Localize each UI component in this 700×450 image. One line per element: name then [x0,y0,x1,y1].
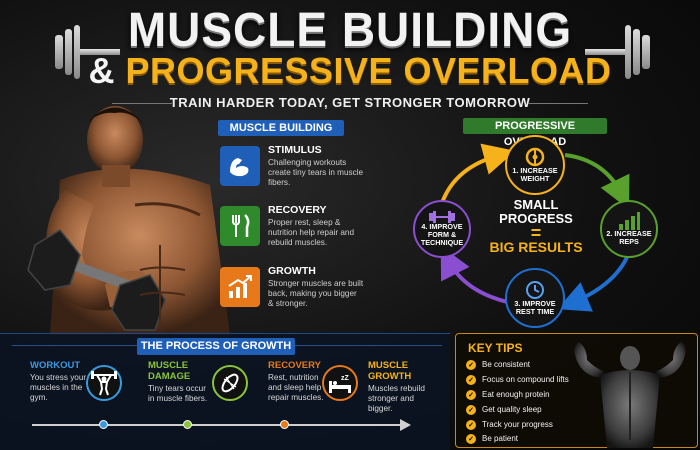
key-tip-item: ✓ Track your progress [466,418,553,431]
key-tip-item: ✓ Focus on compound lifts [466,373,569,386]
tagline: TRAIN HARDER TODAY, GET STRONGER TOMORRO… [169,95,531,110]
check-icon: ✓ [466,419,476,430]
check-icon: ✓ [466,389,476,400]
step-desc: You stress your muscles in the gym. [30,373,87,402]
athlete-back-double-biceps-image [574,342,686,448]
mb-title: GROWTH [268,265,316,277]
node-label: 3. IMPROVE REST TIME [514,299,556,316]
process-step-growth: MUSCLE GROWTH Muscles rebuild stronger a… [368,360,440,414]
growth-chart-icon [220,267,260,307]
key-tip-text: Get quality sleep [482,405,542,414]
key-tip-text: Be patient [482,434,519,443]
mb-desc: Challenging workouts create tiny tears i… [268,158,364,187]
step-desc: Muscles rebuild stronger and bigger. [368,384,425,413]
key-tips-title: KEY TIPS [468,341,523,355]
overload-node-rest: 3. IMPROVE REST TIME [505,268,565,328]
main-title: MUSCLE BUILDING [127,1,573,57]
weight-plate-icon [525,147,545,167]
step-title: WORKOUT [30,360,81,371]
key-tip-text: Track your progress [482,420,553,429]
overload-node-weight: 1. INCREASE WEIGHT [505,135,565,195]
check-icon: ✓ [466,374,476,385]
timeline-dot-workout [99,420,108,429]
check-icon: ✓ [466,359,476,370]
node-label: 4. IMPROVE FORM & TECHNIQUE [420,222,464,247]
mb-desc: Stronger muscles are built back, making … [268,279,364,308]
athlete-curling-dumbbell-image [27,106,230,335]
key-tip-text: Be consistent [482,360,531,369]
overload-node-reps: 2. INCREASE REPS [600,200,658,258]
process-step-workout: WORKOUT You stress your muscles in the g… [30,360,90,403]
mb-title: RECOVERY [268,204,327,216]
timeline-arrow-icon [400,419,411,431]
title-progressive-overload: PROGRESSIVE OVERLOAD [125,50,612,91]
mb-title: STIMULUS [268,144,322,156]
mb-desc: Proper rest, sleep & nutrition help repa… [268,218,355,247]
mb-item-growth: GROWTH Stronger muscles are built back, … [220,263,363,311]
process-timeline [32,424,402,426]
flexed-arm-icon [220,146,260,186]
overload-node-form: 4. IMPROVE FORM & TECHNIQUE [413,200,471,258]
clock-icon [526,281,544,299]
step-title: RECOVERY [268,360,321,371]
muscle-fiber-icon [212,365,248,401]
weightlifter-icon [86,365,122,401]
step-title: MUSCLE DAMAGE [148,360,191,382]
key-tip-text: Eat enough protein [482,390,550,399]
key-tip-item: ✓ Be consistent [466,358,530,371]
process-step-recovery: RECOVERY Rest, nutrition and sleep help … [268,360,324,403]
bar-chart-icon [619,212,640,230]
step-title: MUSCLE GROWTH [368,360,412,382]
tagline-rule-left [112,103,172,104]
key-tip-text: Focus on compound lifts [482,375,569,384]
title-ampersand: & [88,50,115,91]
muscle-building-header: MUSCLE BUILDING [218,120,344,136]
fork-knife-icon [220,206,260,246]
node-label: 1. INCREASE WEIGHT [512,166,558,183]
center-big-results: BIG RESULTS [489,239,583,255]
overload-cycle-arrows [440,143,630,312]
node-label: 2. INCREASE REPS [606,229,652,246]
mb-item-recovery: RECOVERY Proper rest, sleep & nutrition … [220,202,360,250]
timeline-dot-damage [183,420,192,429]
check-icon: ✓ [466,404,476,415]
svg-text:zZ: zZ [341,375,350,382]
barbell-left-icon [55,25,120,79]
sub-title: & PROGRESSIVE OVERLOAD [0,50,700,92]
sleeping-bed-icon: zZ [322,365,358,401]
process-of-growth-header: THE PROCESS OF GROWTH [137,338,295,355]
process-step-damage: MUSCLE DAMAGE Tiny tears occur in muscle… [148,360,214,404]
mb-item-stimulus: STIMULUS Challenging workouts create tin… [220,142,363,190]
overload-center-text: SMALL PROGRESS = BIG RESULTS [488,198,584,255]
key-tip-item: ✓ Get quality sleep [466,403,542,416]
dumbbell-icon [429,211,455,223]
timeline-dot-recovery [280,420,289,429]
step-desc: Tiny tears occur in muscle fibers. [148,384,208,403]
center-equals: = [530,223,542,243]
key-tip-item: ✓ Eat enough protein [466,388,550,401]
tagline-rule-right [528,103,588,104]
key-tip-item: ✓ Be patient [466,432,518,445]
check-icon: ✓ [466,433,476,444]
center-small-progress: SMALL PROGRESS [499,197,573,226]
step-desc: Rest, nutrition and sleep help repair mu… [268,373,324,402]
barbell-right-icon [585,25,650,79]
